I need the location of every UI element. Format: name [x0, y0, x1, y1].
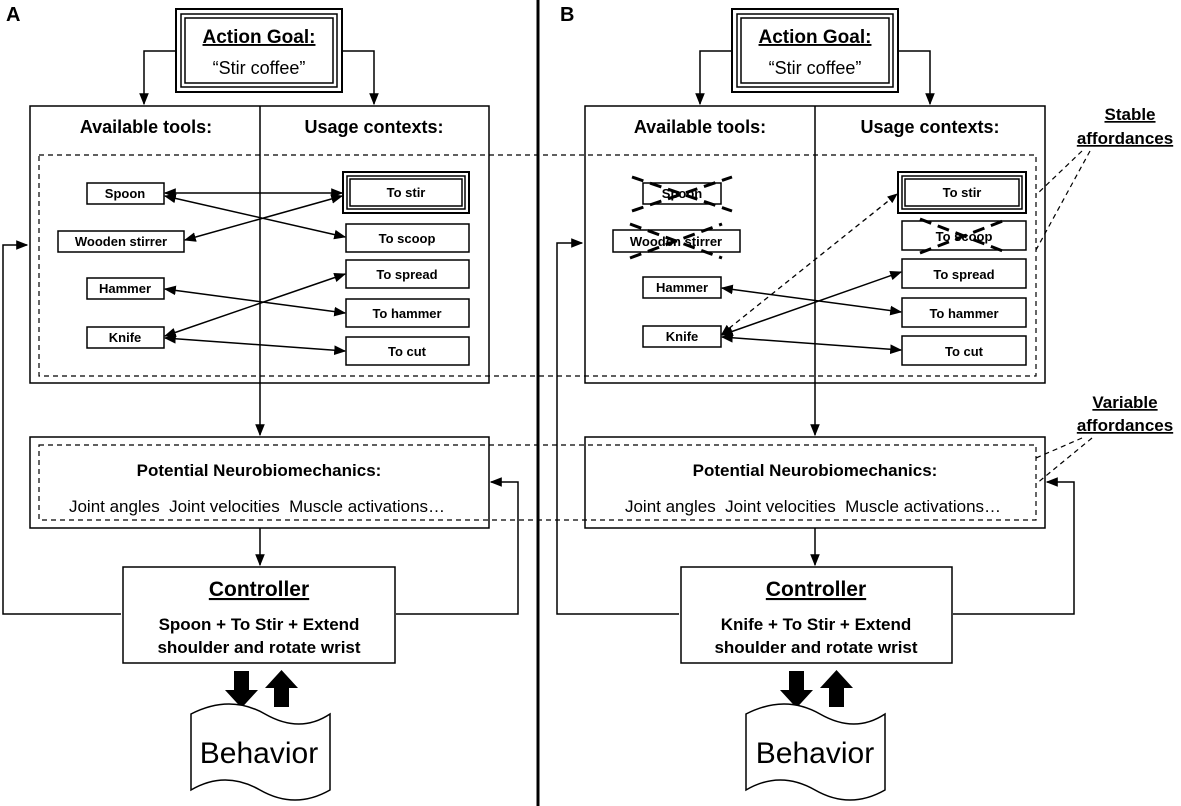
stable-label-line-1: Stable	[1104, 105, 1155, 124]
neuro-title: Potential Neurobiomechanics:	[137, 461, 382, 480]
goal-arrow-left-b	[695, 50, 732, 106]
context-to-hammer-box-b	[901, 297, 1027, 328]
cross-out-to-scoop-icon	[919, 217, 1009, 255]
down-block-arrow-icon	[225, 671, 258, 708]
controller-title-b: Controller	[766, 578, 866, 601]
neuro-items-b: Joint angles Joint velocities Muscle act…	[625, 497, 1001, 516]
controller-box-b	[680, 566, 953, 664]
stable-affordances-dashed-region	[38, 154, 1037, 377]
context-to-cut-box	[345, 336, 470, 366]
feedback-arrow-left	[2, 240, 121, 615]
controller-line-1-b: Knife + To Stir + Extend	[721, 615, 912, 634]
context-to-spread-label-b: To spread	[933, 267, 994, 282]
tool-hammer-label: Hammer	[99, 281, 151, 296]
goal-arrow-left	[139, 50, 176, 106]
arrow-knife-cut-b	[720, 332, 903, 355]
goal-arrow-right	[342, 50, 379, 106]
context-to-cut-label: To cut	[388, 344, 427, 359]
context-to-hammer-label-b: To hammer	[929, 306, 998, 321]
stable-affordances-annotation: Stable affordances	[1035, 105, 1173, 251]
action-goal-box: Action Goal: “Stir coffee”	[175, 8, 343, 93]
action-goal-box-b: Action Goal: “Stir coffee”	[731, 8, 899, 93]
context-to-stir-label-b: To stir	[943, 185, 982, 200]
tool-knife-label-b: Knife	[666, 329, 699, 344]
context-to-stir-label: To stir	[387, 185, 426, 200]
variable-label-line-1: Variable	[1092, 393, 1157, 412]
context-to-spread-label: To spread	[376, 267, 437, 282]
context-to-spread-box	[345, 259, 470, 289]
available-tools-header-b: Available tools:	[634, 117, 766, 137]
panel-a: A Action Goal: “Stir coffee” Available t…	[2, 4, 519, 801]
context-to-spread-box-b	[901, 258, 1027, 289]
variable-label-line-2: affordances	[1077, 416, 1173, 435]
arrow-hammer-hammer-b	[720, 284, 903, 316]
usage-contexts-header: Usage contexts:	[304, 117, 443, 137]
tool-spoon-label: Spoon	[105, 186, 145, 201]
behavior-box	[190, 703, 331, 801]
behavior-box-b	[745, 703, 886, 801]
panel-b: B Action Goal: “Stir coffee” Available t…	[556, 4, 1075, 801]
tool-knife-label: Knife	[109, 330, 142, 345]
tool-wooden-stirrer-label: Wooden stirrer	[75, 234, 167, 249]
arrow-knife-spread	[163, 272, 347, 338]
up-block-arrow-icon	[265, 670, 298, 707]
context-to-stir-box-b	[897, 171, 1027, 214]
tool-hammer-label-b: Hammer	[656, 280, 708, 295]
arrow-knife-cut	[163, 333, 347, 356]
context-to-cut-label-b: To cut	[945, 344, 984, 359]
context-to-scoop-label: To scoop	[379, 231, 436, 246]
available-tools-header: Available tools:	[80, 117, 212, 137]
variable-affordances-annotation: Variable affordances	[1035, 393, 1173, 485]
behavior-label: Behavior	[200, 737, 318, 770]
action-goal-text: “Stir coffee”	[213, 58, 306, 78]
feedback-arrow-right-b	[953, 477, 1075, 615]
usage-contexts-header-b: Usage contexts:	[860, 117, 999, 137]
stable-label-line-2: affordances	[1077, 129, 1173, 148]
up-block-arrow-icon-b	[820, 670, 853, 707]
arrow-stirrer-stir	[183, 194, 344, 242]
feedback-arrow-left-b	[556, 238, 679, 615]
controller-line-1: Spoon + To Stir + Extend	[159, 615, 360, 634]
controller-line-2: shoulder and rotate wrist	[157, 638, 360, 657]
neuro-title-b: Potential Neurobiomechanics:	[693, 461, 938, 480]
context-to-hammer-label: To hammer	[372, 306, 441, 321]
arrow-knife-spread-b	[720, 271, 903, 336]
tool-spoon-box-b	[642, 182, 722, 205]
controller-title: Controller	[209, 578, 309, 601]
down-block-arrow-icon-b	[780, 671, 813, 708]
cross-out-wooden-stirrer-icon	[629, 222, 723, 260]
arrow-hammer-hammer	[163, 285, 347, 317]
controller-box	[122, 566, 396, 664]
goal-arrow-right-b	[898, 50, 935, 106]
variable-affordances-dashed-region	[38, 444, 1037, 521]
action-goal-title-b: Action Goal:	[759, 27, 872, 48]
panel-b-letter: B	[560, 4, 574, 26]
action-goal-text-b: “Stir coffee”	[769, 58, 862, 78]
arrow-knife-stir-dashed-b	[721, 193, 898, 335]
feedback-arrow-right	[396, 477, 519, 615]
action-goal-title: Action Goal:	[203, 27, 316, 48]
behavior-label-b: Behavior	[756, 737, 874, 770]
panel-a-letter: A	[6, 4, 20, 26]
neuro-items: Joint angles Joint velocities Muscle act…	[69, 497, 445, 516]
controller-line-2-b: shoulder and rotate wrist	[714, 638, 917, 657]
